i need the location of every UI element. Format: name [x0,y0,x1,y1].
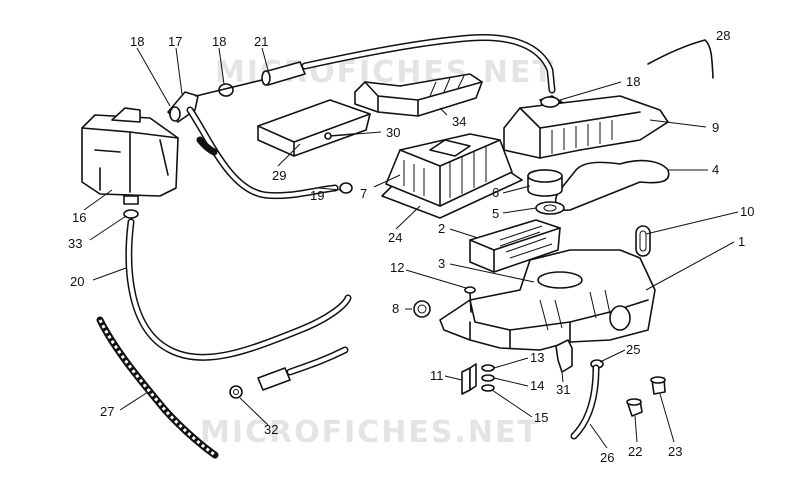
part-16-reservoir [81,107,179,205]
part-6-ring [527,169,563,197]
label-2: 2 [438,221,445,236]
label-14: 14 [530,378,544,393]
label-19: 19 [310,188,324,203]
part-30-screw [324,132,355,140]
label-12: 12 [390,260,404,275]
label-1: 1 [738,234,745,249]
part-4-gasket [554,159,670,211]
part-19-hose [186,106,353,200]
watermark-bottom: MICROFICHES.NET [200,415,540,450]
label-18: 18 [212,34,226,49]
label-10: 10 [740,204,754,219]
leader-lines [83,47,739,449]
label-31: 31 [556,382,570,397]
part-18-clamp-right [540,96,560,108]
label-8: 8 [392,301,399,316]
part-34-duct [354,73,483,117]
part-17-elbow [167,91,199,123]
label-28: 28 [716,28,730,43]
label-7: 7 [360,186,367,201]
part-20-hose [125,218,352,391]
label-32: 32 [264,422,278,437]
part-10-oring [635,225,651,257]
label-20: 20 [70,274,84,289]
label-33: 33 [68,236,82,251]
part-13-washer [481,364,495,372]
label-4: 4 [712,162,719,177]
part-11-bracket [461,363,477,395]
label-29: 29 [272,168,286,183]
part-33-clamp [123,209,139,219]
label-30: 30 [386,125,400,140]
label-17: 17 [168,34,182,49]
label-18: 18 [626,74,640,89]
part-23-cap [650,376,666,395]
label-34: 34 [452,114,466,129]
part-2-filter [469,219,561,273]
label-22: 22 [628,444,642,459]
label-24: 24 [388,230,402,245]
part-7-cover [385,133,513,207]
part-12-screw [464,286,476,313]
part-5-ring [535,201,565,215]
label-5: 5 [492,206,499,221]
label-25: 25 [626,342,640,357]
label-21: 21 [254,34,268,49]
label-9: 9 [712,120,719,135]
part-9-top-cover [503,95,669,159]
part-15-washer [481,384,495,392]
label-15: 15 [534,410,548,425]
part-1-airbox [439,249,656,351]
part-31-bracket [555,339,573,373]
label-3: 3 [438,256,445,271]
label-26: 26 [600,450,614,465]
label-23: 23 [668,444,682,459]
part-27-braided-hose [96,316,219,459]
part-21-hose [195,33,556,97]
label-27: 27 [100,404,114,419]
callout-labels: 18 17 18 21 28 18 34 9 30 4 29 6 7 19 16… [68,28,754,465]
part-22-plug [626,398,643,417]
part-28-wire [647,39,714,79]
label-16: 16 [72,210,86,225]
part-14-washer [481,374,495,382]
part-29-box [257,99,371,157]
label-18: 18 [130,34,144,49]
part-26-drain-hose [570,364,600,440]
label-6: 6 [492,185,499,200]
part-32-fitting [229,385,243,399]
label-11: 11 [430,368,444,383]
label-13: 13 [530,350,544,365]
part-8-washer [413,300,431,318]
